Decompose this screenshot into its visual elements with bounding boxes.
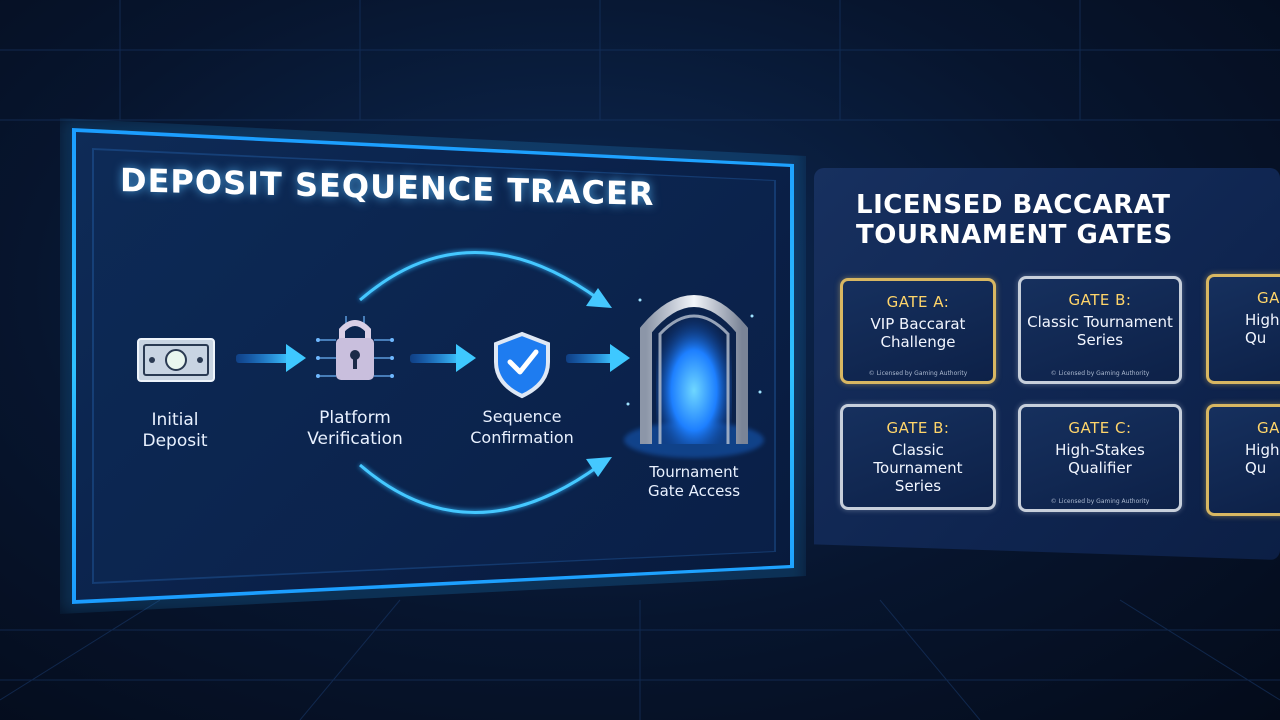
gate-id: GA bbox=[1257, 289, 1280, 307]
step-label-gate-access: Tournament Gate Access bbox=[634, 463, 754, 501]
lock-icon bbox=[316, 316, 394, 380]
gate-id: GATE A: bbox=[886, 293, 950, 311]
gate-license: © Licensed by Gaming Authority bbox=[1050, 370, 1150, 377]
step-label-line1: Initial bbox=[151, 410, 199, 430]
step-label-line2: Gate Access bbox=[647, 482, 741, 500]
gates-title-line2: TOURNAMENT GATES bbox=[856, 220, 1173, 250]
gate-card-partial[interactable]: GA High Qu bbox=[1206, 404, 1280, 516]
gate-license: © Licensed by Gaming Authority bbox=[1050, 498, 1150, 505]
step-label-line1: Tournament bbox=[649, 463, 739, 481]
step-label-line2: Confirmation bbox=[470, 428, 574, 447]
top-arc-arrow bbox=[358, 250, 612, 308]
arrow-3 bbox=[566, 344, 630, 372]
step-label-confirmation: Sequence Confirmation bbox=[462, 406, 582, 448]
gate-card[interactable]: GATE B: Classic Tournament Series bbox=[840, 404, 996, 510]
cash-icon bbox=[137, 338, 215, 382]
gate-name: Classic Tournament Series bbox=[873, 441, 963, 495]
gate-id: GATE C: bbox=[1068, 419, 1132, 437]
step-label-line2: Deposit bbox=[142, 431, 208, 451]
gate-name: Classic Tournament Series bbox=[1027, 313, 1173, 349]
gate-card-partial[interactable]: GA High Qu bbox=[1206, 274, 1280, 384]
gates-panel-title: LICENSED BACCARAT TOURNAMENT GATES bbox=[856, 190, 1173, 250]
gate-name: High Qu bbox=[1245, 311, 1280, 347]
shield-check-icon bbox=[494, 331, 550, 399]
gate-id: GATE B: bbox=[886, 419, 950, 437]
gate-name: VIP Baccarat Challenge bbox=[870, 315, 966, 351]
arrow-2 bbox=[410, 344, 476, 372]
arrow-1 bbox=[236, 344, 306, 372]
gate-license: © Licensed by Gaming Authority bbox=[868, 370, 968, 377]
step-label-line2: Verification bbox=[307, 429, 403, 449]
bottom-arc-arrow bbox=[358, 457, 612, 515]
gate-card[interactable]: GATE C: High-Stakes Qualifier © Licensed… bbox=[1018, 404, 1182, 512]
step-label-line1: Sequence bbox=[482, 407, 562, 426]
step-label-verification: Platform Verification bbox=[295, 408, 415, 450]
gate-id: GATE B: bbox=[1068, 291, 1132, 309]
gate-name: High Qu bbox=[1245, 441, 1280, 477]
gates-title-line1: LICENSED BACCARAT bbox=[856, 190, 1171, 220]
gate-card[interactable]: GATE B: Classic Tournament Series © Lice… bbox=[1018, 276, 1182, 384]
step-label-line1: Platform bbox=[319, 408, 391, 428]
step-label-deposit: Initial Deposit bbox=[125, 410, 225, 452]
gate-name: High-Stakes Qualifier bbox=[1055, 441, 1145, 477]
gate-id: GA bbox=[1257, 419, 1280, 437]
gate-card[interactable]: GATE A: VIP Baccarat Challenge © License… bbox=[840, 278, 996, 384]
gate-arch-icon bbox=[624, 295, 764, 458]
